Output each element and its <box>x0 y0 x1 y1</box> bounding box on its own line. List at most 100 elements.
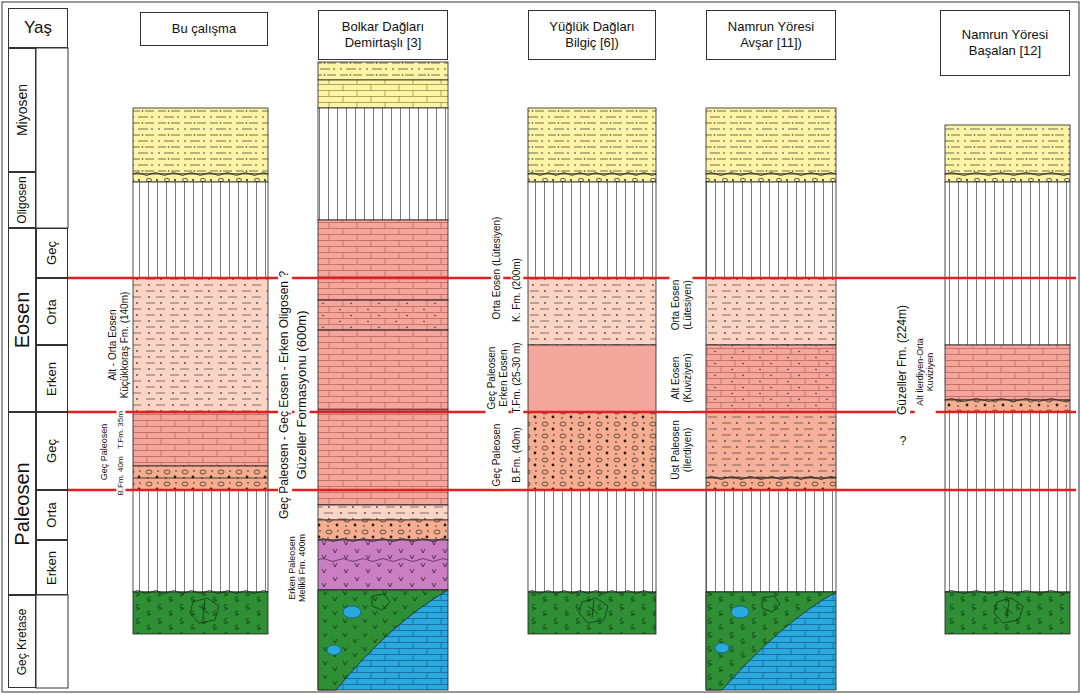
vertical-label: Üst Paleosen (İlerdiyen) <box>670 415 693 485</box>
column-bu-calisma <box>133 108 268 634</box>
strata-rect <box>133 490 268 592</box>
age-cell: Erken <box>36 345 68 412</box>
age-cell: Geç <box>36 412 68 490</box>
strata-rect <box>528 108 656 174</box>
strata-path <box>318 539 448 542</box>
strata-path <box>945 591 1070 594</box>
strata-path <box>318 590 448 690</box>
strata-path <box>372 594 390 610</box>
column-bolkar <box>318 62 448 690</box>
vertical-label: Alt Eosen (Kuviziyen) <box>670 345 693 411</box>
strata-line <box>68 277 1076 280</box>
vertical-label: Güzeller Fm. (224m) <box>896 303 910 417</box>
vertical-label: Geç Paleosen Erken Eosen <box>486 342 509 414</box>
strata-path <box>706 592 836 690</box>
strata-line <box>133 478 268 479</box>
column-title: Namrun Yöresi Başalan [12] <box>947 27 1063 58</box>
strata-rect <box>318 330 448 410</box>
strata-rect <box>706 412 836 478</box>
vertical-label: Geç Paleosen - Geç Eosen - Erken Oligose… <box>278 269 292 521</box>
age-cell: Orta <box>36 490 68 540</box>
strata-rect <box>318 220 448 300</box>
strata-rect <box>318 540 448 590</box>
age-label: Eosen <box>10 292 34 349</box>
strata-rect <box>318 520 448 540</box>
strata-rect <box>706 592 836 690</box>
column-header: Namrun Yöresi Avşar [11]) <box>706 10 836 60</box>
strata-rect <box>706 478 836 490</box>
vertical-label: T.Fm. 35m <box>116 409 125 451</box>
age-cell: Orta <box>36 278 68 345</box>
strata-rect <box>528 490 656 592</box>
vertical-label: Orta Eosen (Lütesiyen) <box>670 272 693 338</box>
vertical-label: Güzeller Formasyonu (600m) <box>295 308 310 481</box>
column-title: Yüğlük Dağları Bilgiç [6]) <box>535 19 649 50</box>
strata-rect <box>318 300 448 330</box>
strata-rect <box>318 108 448 220</box>
age-label: Erken <box>44 551 60 585</box>
column-title: Bolkar Dağları Demirtaşlı [3] <box>325 19 441 50</box>
strata-rect <box>528 345 656 412</box>
strata-rect <box>945 125 1070 174</box>
age-label: Paleosen <box>10 462 34 545</box>
strata-path <box>528 591 656 594</box>
strata-rect <box>133 466 268 490</box>
strata-ellipse <box>731 606 749 618</box>
strata-rect <box>528 412 656 490</box>
strata-rect <box>945 412 1070 592</box>
age-label: Orta <box>44 502 60 527</box>
vertical-label: Alt - Orta Eosen Küçükkoraş Fm. (140m) <box>107 287 130 403</box>
strata-path <box>994 598 1023 623</box>
strata-rect <box>133 278 268 412</box>
strata-rect <box>528 182 656 278</box>
strata-rect <box>318 80 448 108</box>
strata-path <box>133 591 268 594</box>
age-cell: Miyosen <box>8 48 36 172</box>
age-cell: Geç <box>36 228 68 278</box>
strata-rect <box>133 412 268 466</box>
column-avsar <box>706 108 836 690</box>
strata-path <box>528 173 656 176</box>
strata-path <box>706 173 836 176</box>
vertical-label: Alt İlerdiyen-Orta Kuviziyen <box>915 330 936 414</box>
vertical-label: K. Fm. (200m) <box>511 256 523 324</box>
blank-age-cell <box>36 48 68 228</box>
age-label: Geç <box>44 439 60 463</box>
age-cell: Erken <box>36 540 68 595</box>
column-title: Bu çalışma <box>172 21 236 37</box>
strata-rect <box>706 278 836 345</box>
strata-rect <box>528 592 656 634</box>
strata-path <box>762 596 780 612</box>
strata-line <box>68 489 1076 492</box>
strata-path <box>945 399 1070 402</box>
vertical-label: B.Fm. 40m <box>116 454 125 497</box>
age-label: Oligosen <box>15 176 29 223</box>
column-yugluk <box>528 108 656 634</box>
age-cell: Eosen <box>8 228 36 412</box>
note-label: ? <box>898 435 909 449</box>
column-header: Namrun Yöresi Başalan [12] <box>940 10 1070 76</box>
vertical-label: Geç Paleosen <box>99 422 109 483</box>
vertical-label: Geç Paleosen <box>491 422 503 489</box>
strata-ellipse <box>343 606 361 618</box>
strata-rect <box>133 182 268 278</box>
vertical-label: B.Fm. (40m) <box>511 425 523 485</box>
strata-path <box>133 173 268 176</box>
age-label: Geç Kretase <box>15 608 29 675</box>
age-cell: Yaş <box>8 8 68 48</box>
vertical-label: T.Fm. (25-30 m) <box>511 340 523 415</box>
vertical-label: Orta Eosen (Lütesiyen) <box>491 215 503 322</box>
column-header: Bolkar Dağları Demirtaşlı [3] <box>318 10 448 60</box>
correlation-lines <box>68 278 1076 490</box>
strata-rect <box>706 108 836 174</box>
strata-rect <box>318 62 448 80</box>
strata-ellipse <box>327 645 341 655</box>
age-label: Geç <box>44 241 60 265</box>
age-label: Miyosen <box>14 84 31 136</box>
strata-rect <box>133 592 268 634</box>
age-cell: Paleosen <box>8 412 36 595</box>
strata-rect <box>133 108 268 174</box>
